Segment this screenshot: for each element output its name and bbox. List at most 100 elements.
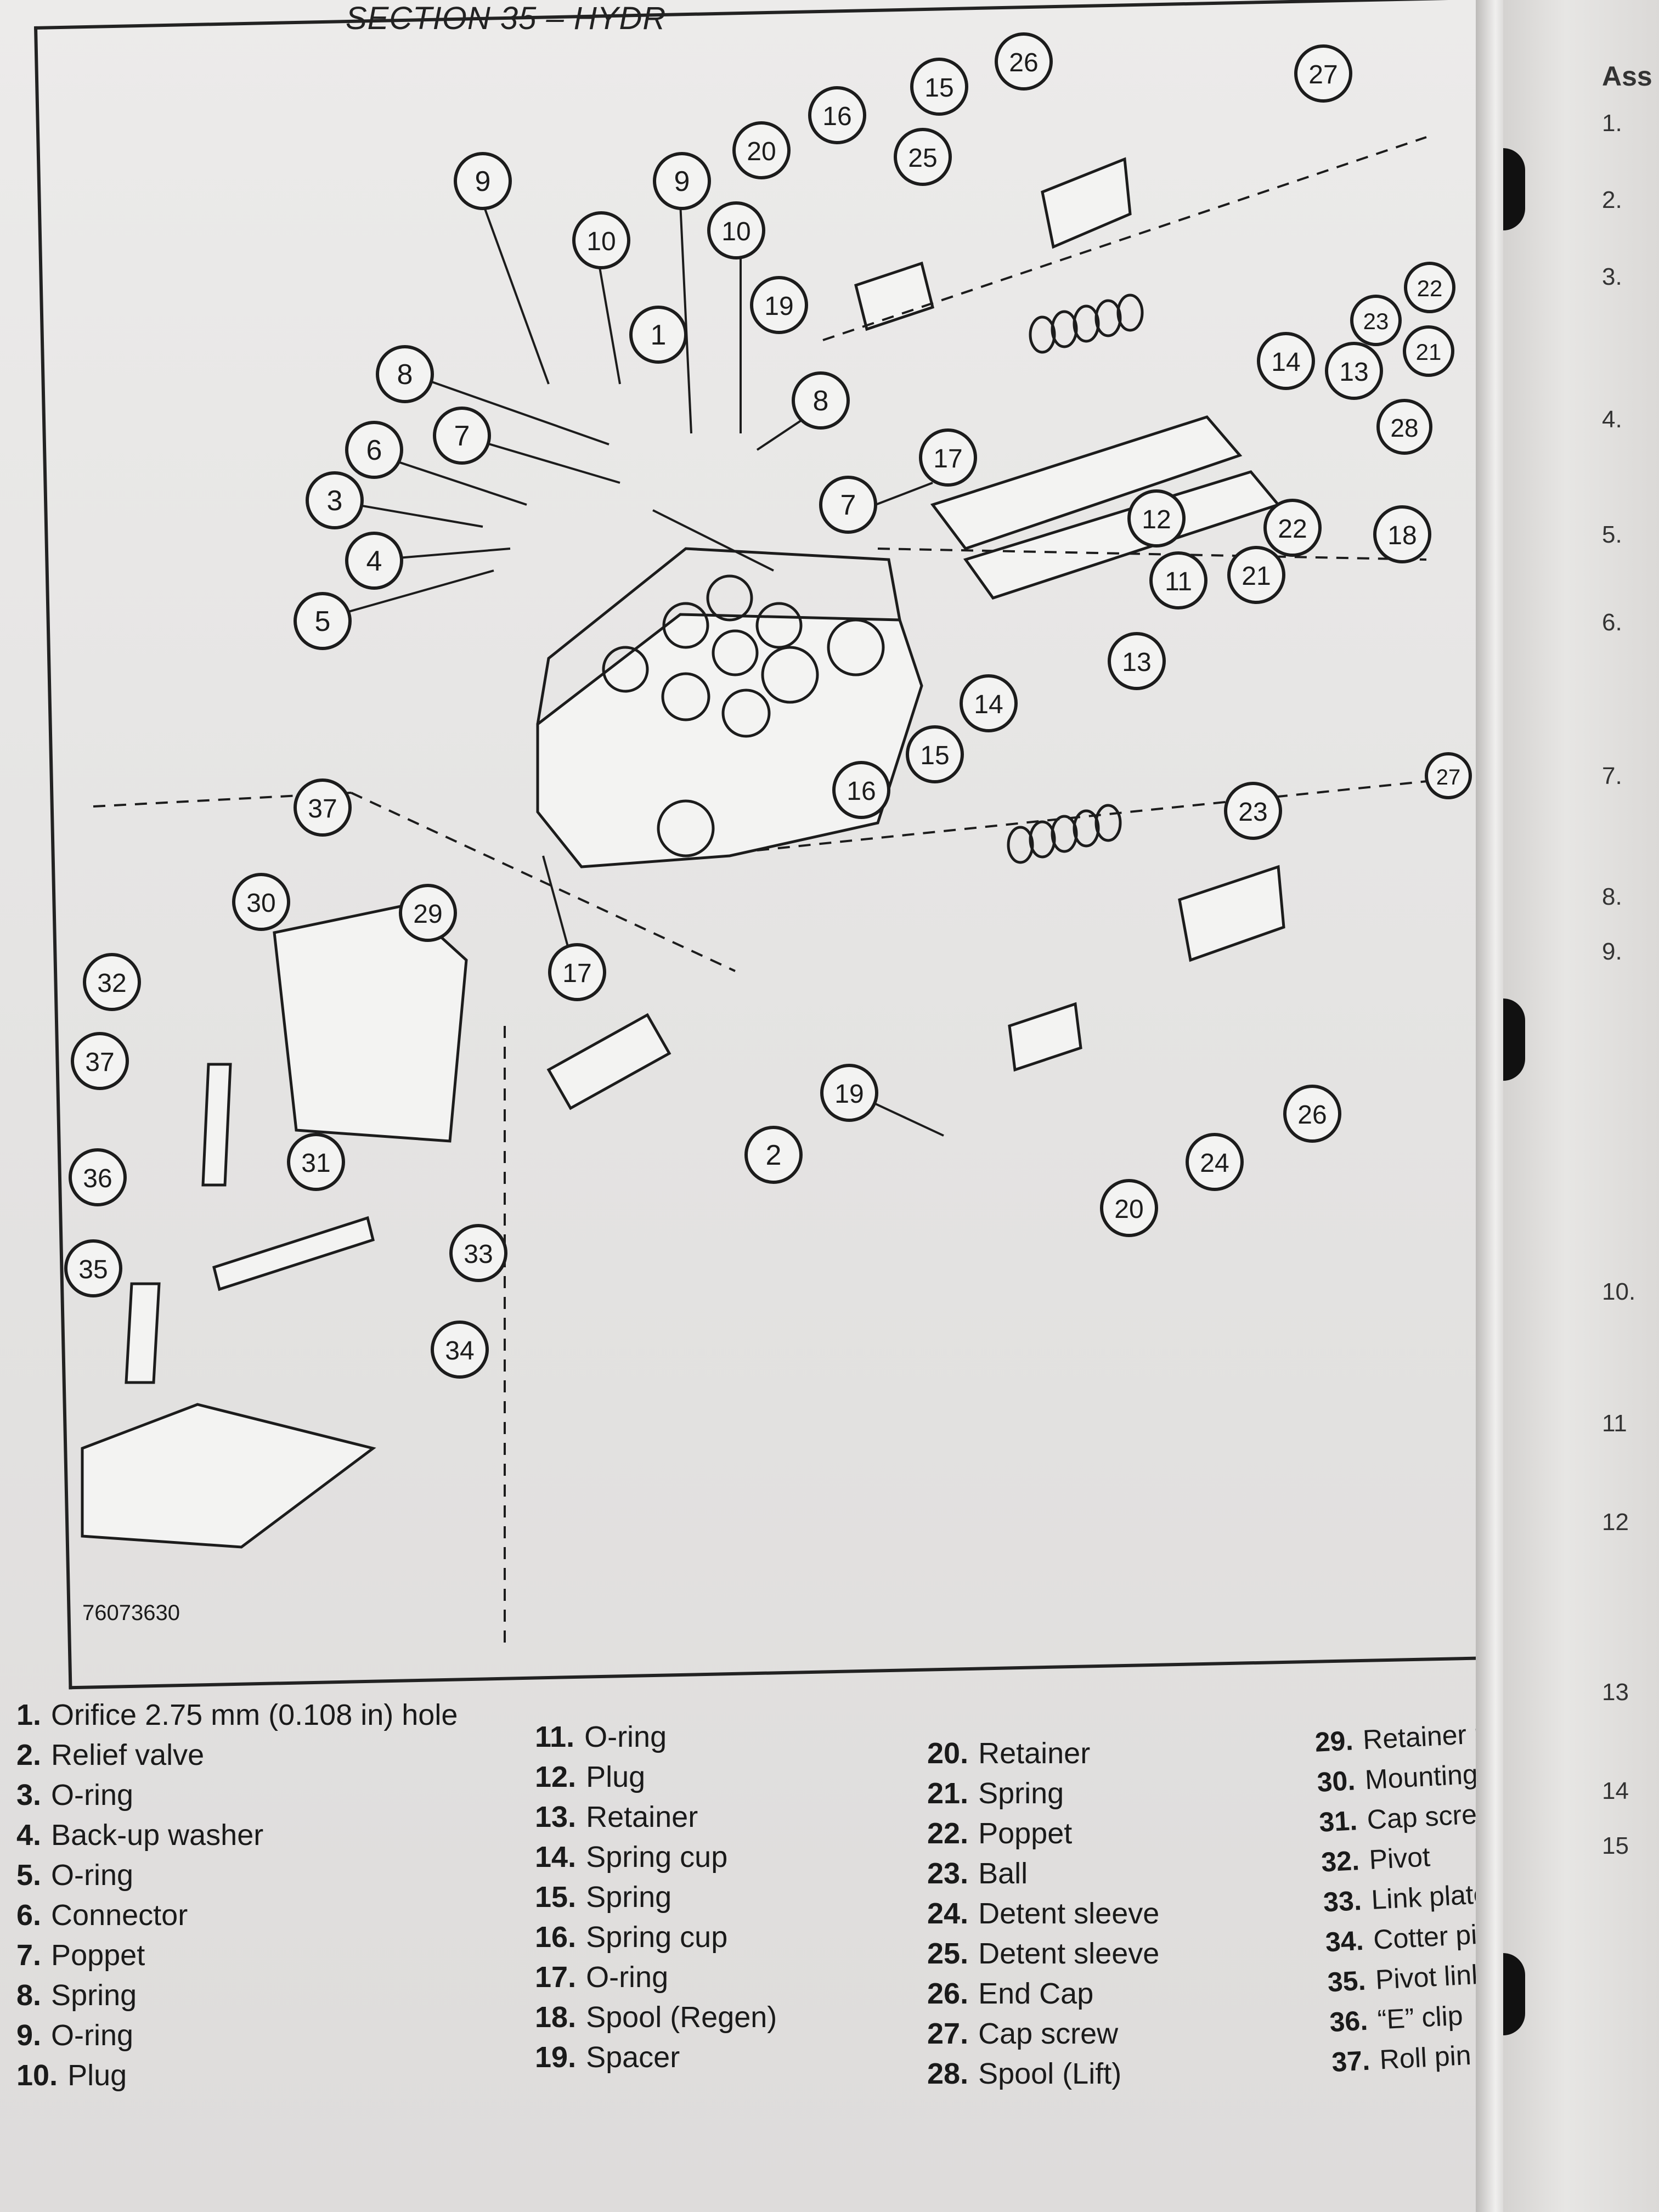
legend-item: 16.Spring cup — [535, 1917, 777, 1957]
callout-8b: 8 — [792, 371, 850, 430]
callout-23a: 23 — [1350, 295, 1402, 346]
svg-text:32: 32 — [97, 969, 126, 998]
legend-item: 24.Detent sleeve — [927, 1894, 1159, 1934]
legend-item: 1. Orifice 2.75 mm (0.108 in) hole — [16, 1695, 458, 1735]
svg-text:9: 9 — [475, 166, 491, 198]
legend-label: Mounting plate — [1364, 1755, 1492, 1796]
pivot-link — [125, 1282, 161, 1384]
legend-number: 1. — [16, 1699, 42, 1731]
callout-34: 34 — [431, 1321, 489, 1379]
callout-17b: 17 — [548, 943, 606, 1001]
legend-item: 19.Spacer — [535, 2038, 777, 2078]
svg-text:22: 22 — [1417, 275, 1443, 301]
svg-text:21: 21 — [1416, 339, 1442, 365]
callout-30: 30 — [232, 873, 290, 931]
callout-13a: 13 — [1325, 342, 1383, 400]
callout-bubbles: 1 2 3 4 5 6 7 7 8 8 9 9 10 10 11 12 13 1… — [64, 32, 1472, 1379]
relief-valve — [546, 1013, 672, 1110]
callout-2: 2 — [744, 1126, 803, 1184]
callout-26a: 26 — [995, 32, 1053, 91]
legend-number: 3. — [16, 1779, 42, 1812]
callout-9a: 9 — [454, 152, 512, 210]
svg-text:27: 27 — [1436, 765, 1461, 789]
legend-label: Spacer — [586, 2041, 680, 2074]
legend-label: O-ring — [51, 1779, 134, 1812]
callout-20a: 20 — [732, 121, 791, 179]
legend-number: 37. — [1330, 2045, 1371, 2078]
legend-label: Spring — [978, 1777, 1064, 1810]
svg-text:13: 13 — [1122, 648, 1151, 677]
next-page-item: 2. — [1602, 187, 1622, 213]
next-page-item: 3. — [1602, 263, 1622, 290]
legend-number: 27. — [927, 2017, 969, 2050]
callout-23b: 23 — [1224, 782, 1282, 840]
legend-label: Orifice 2.75 mm (0.108 in) hole — [51, 1699, 458, 1731]
callout-24: 24 — [1186, 1133, 1244, 1191]
legend-label: O-ring — [584, 1720, 667, 1753]
callout-1: 1 — [629, 306, 687, 364]
end-cap-bottom — [1178, 865, 1285, 962]
next-page-item: 13 — [1602, 1679, 1629, 1706]
svg-text:30: 30 — [246, 889, 275, 918]
legend-column-1: 1. Orifice 2.75 mm (0.108 in) hole 2.Reli… — [16, 1695, 458, 2096]
svg-text:11: 11 — [1165, 567, 1192, 596]
legend-item: 20.Retainer — [927, 1734, 1159, 1774]
legend-item: 14.Spring cup — [535, 1837, 777, 1877]
svg-text:12: 12 — [1142, 505, 1171, 534]
legend-label: O-ring — [51, 1859, 134, 1892]
svg-text:19: 19 — [764, 292, 793, 321]
callout-14a: 14 — [1257, 332, 1315, 390]
svg-text:17: 17 — [933, 444, 962, 473]
svg-text:36: 36 — [83, 1164, 112, 1193]
svg-text:14: 14 — [1271, 348, 1300, 377]
exploded-diagram: 1 2 3 4 5 6 7 7 8 8 9 9 10 10 11 12 13 1… — [64, 32, 1472, 1646]
valve-body — [536, 613, 923, 868]
callout-3: 3 — [306, 471, 364, 529]
svg-text:35: 35 — [78, 1255, 108, 1284]
callout-13b: 13 — [1108, 632, 1166, 690]
legend-label: Pivot — [1368, 1841, 1431, 1876]
legend-number: 5. — [16, 1859, 42, 1892]
legend-number: 6. — [16, 1899, 42, 1932]
legend-item: 12.Plug — [535, 1757, 777, 1797]
legend-number: 26. — [927, 1977, 969, 2010]
legend-number: 25. — [927, 1937, 969, 1970]
legend-number: 21. — [927, 1777, 969, 1810]
legend-item: 25.Detent sleeve — [927, 1934, 1159, 1974]
link-plate — [212, 1216, 375, 1291]
legend-label: Poppet — [978, 1817, 1073, 1850]
callout-11: 11 — [1149, 551, 1207, 610]
callout-4: 4 — [345, 532, 403, 590]
next-page-item: 12 — [1602, 1509, 1629, 1536]
legend-number: 4. — [16, 1819, 42, 1852]
callout-10a: 10 — [572, 211, 630, 269]
callout-28: 28 — [1376, 399, 1432, 455]
svg-text:37: 37 — [85, 1048, 114, 1077]
callout-15a: 15 — [910, 58, 968, 116]
svg-text:13: 13 — [1339, 358, 1368, 387]
svg-text:20: 20 — [1114, 1195, 1143, 1224]
legend-number: 10. — [16, 2059, 58, 2092]
legend-number: 32. — [1320, 1845, 1361, 1878]
callout-20b: 20 — [1100, 1179, 1158, 1237]
legend-label: Plug — [586, 1760, 646, 1793]
legend-item: 17.O-ring — [535, 1957, 777, 1997]
callout-27b: 27 — [1425, 752, 1472, 799]
callout-17a: 17 — [919, 428, 977, 487]
legend-label: Back-up washer — [51, 1819, 264, 1852]
callout-29: 29 — [399, 884, 457, 942]
svg-text:23: 23 — [1363, 308, 1389, 334]
callout-14b: 14 — [960, 674, 1018, 732]
legend-number: 18. — [535, 2001, 577, 2034]
next-page-item: 8. — [1602, 883, 1622, 910]
legend-item: 3. O-ring — [16, 1775, 458, 1815]
legend-number: 23. — [927, 1857, 969, 1890]
figure-code: 76073630 — [82, 1601, 180, 1625]
legend-number: 30. — [1316, 1765, 1356, 1798]
svg-text:26: 26 — [1009, 48, 1038, 77]
legend-item: 2.Relief valve — [16, 1735, 458, 1775]
legend-column-2: 11.O-ring 12.Plug 13.Retainer 14.Spring … — [535, 1717, 777, 2078]
svg-text:34: 34 — [445, 1336, 474, 1365]
legend-label: Retainer plate — [1362, 1716, 1492, 1756]
next-page-item: 4. — [1602, 406, 1622, 433]
